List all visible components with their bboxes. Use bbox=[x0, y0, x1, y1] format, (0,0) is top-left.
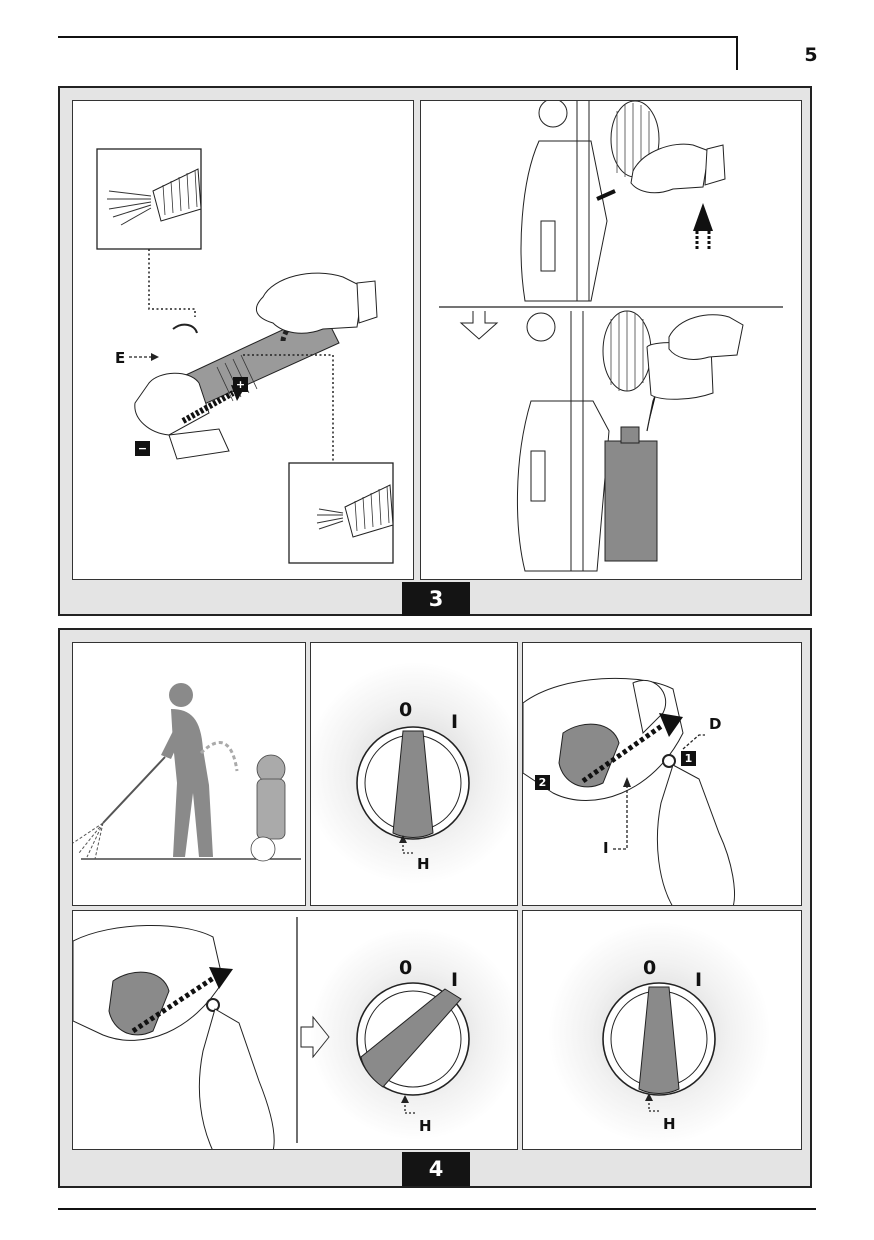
label-d: D bbox=[709, 715, 722, 733]
label-e: E bbox=[115, 349, 126, 367]
machine-top bbox=[520, 101, 713, 302]
brush-nozzle-icon bbox=[316, 484, 394, 538]
hand-icon bbox=[198, 1008, 275, 1149]
switch-label-on: I bbox=[451, 711, 459, 733]
hand-icon bbox=[668, 314, 744, 360]
label-h: H bbox=[663, 1115, 676, 1133]
figure-number-badge: 4 bbox=[402, 1152, 470, 1186]
nozzle-adjust-panel: E + − bbox=[72, 100, 414, 580]
switch-label-on: I bbox=[451, 969, 459, 991]
page-number: 5 bbox=[804, 44, 818, 66]
machine-bottom bbox=[516, 310, 652, 572]
label-i: I bbox=[603, 839, 609, 857]
plus-icon: + bbox=[233, 377, 248, 392]
label-h: H bbox=[419, 1117, 432, 1135]
minus-icon: − bbox=[135, 441, 150, 456]
label-h: H bbox=[417, 855, 430, 873]
header-rule bbox=[58, 36, 738, 38]
footer-rule bbox=[58, 1208, 816, 1210]
switch-label-on: I bbox=[695, 969, 703, 991]
spraying-panel bbox=[72, 642, 306, 906]
trigger-press-panel: 0 I H bbox=[72, 910, 518, 1150]
rotary-switch-icon bbox=[356, 982, 470, 1114]
figure-3: E + − bbox=[58, 86, 812, 616]
hand-icon bbox=[255, 272, 378, 334]
header-tick bbox=[736, 36, 738, 70]
rotary-switch-icon bbox=[356, 726, 470, 854]
oil-fill-illustration bbox=[439, 101, 783, 572]
switch-label-off: 0 bbox=[399, 957, 413, 979]
hand-icon bbox=[656, 764, 735, 905]
oil-fill-panel bbox=[420, 100, 802, 580]
switch-off-panel: 0 I H bbox=[310, 642, 518, 906]
figure-number-badge: 3 bbox=[402, 582, 470, 616]
trigger-unlock-panel: D I 1 2 bbox=[522, 642, 802, 906]
step-2-badge: 2 bbox=[535, 775, 550, 790]
switch-reset-panel: 0 I H bbox=[522, 910, 802, 1150]
switch-label-off: 0 bbox=[399, 699, 413, 721]
nozzle-adjust-illustration bbox=[96, 148, 394, 564]
switch-label-off: 0 bbox=[643, 957, 657, 979]
rotary-switch-icon bbox=[602, 982, 716, 1112]
hand-icon bbox=[630, 143, 726, 194]
brush-nozzle-icon bbox=[107, 168, 202, 226]
person-spraying-icon bbox=[73, 683, 301, 862]
trigger-press-illustration bbox=[73, 917, 330, 1149]
step-1-badge: 1 bbox=[681, 751, 696, 766]
figure-4: 0 I H D I 1 2 bbox=[58, 628, 812, 1188]
trigger-unlock-illustration bbox=[523, 677, 735, 905]
